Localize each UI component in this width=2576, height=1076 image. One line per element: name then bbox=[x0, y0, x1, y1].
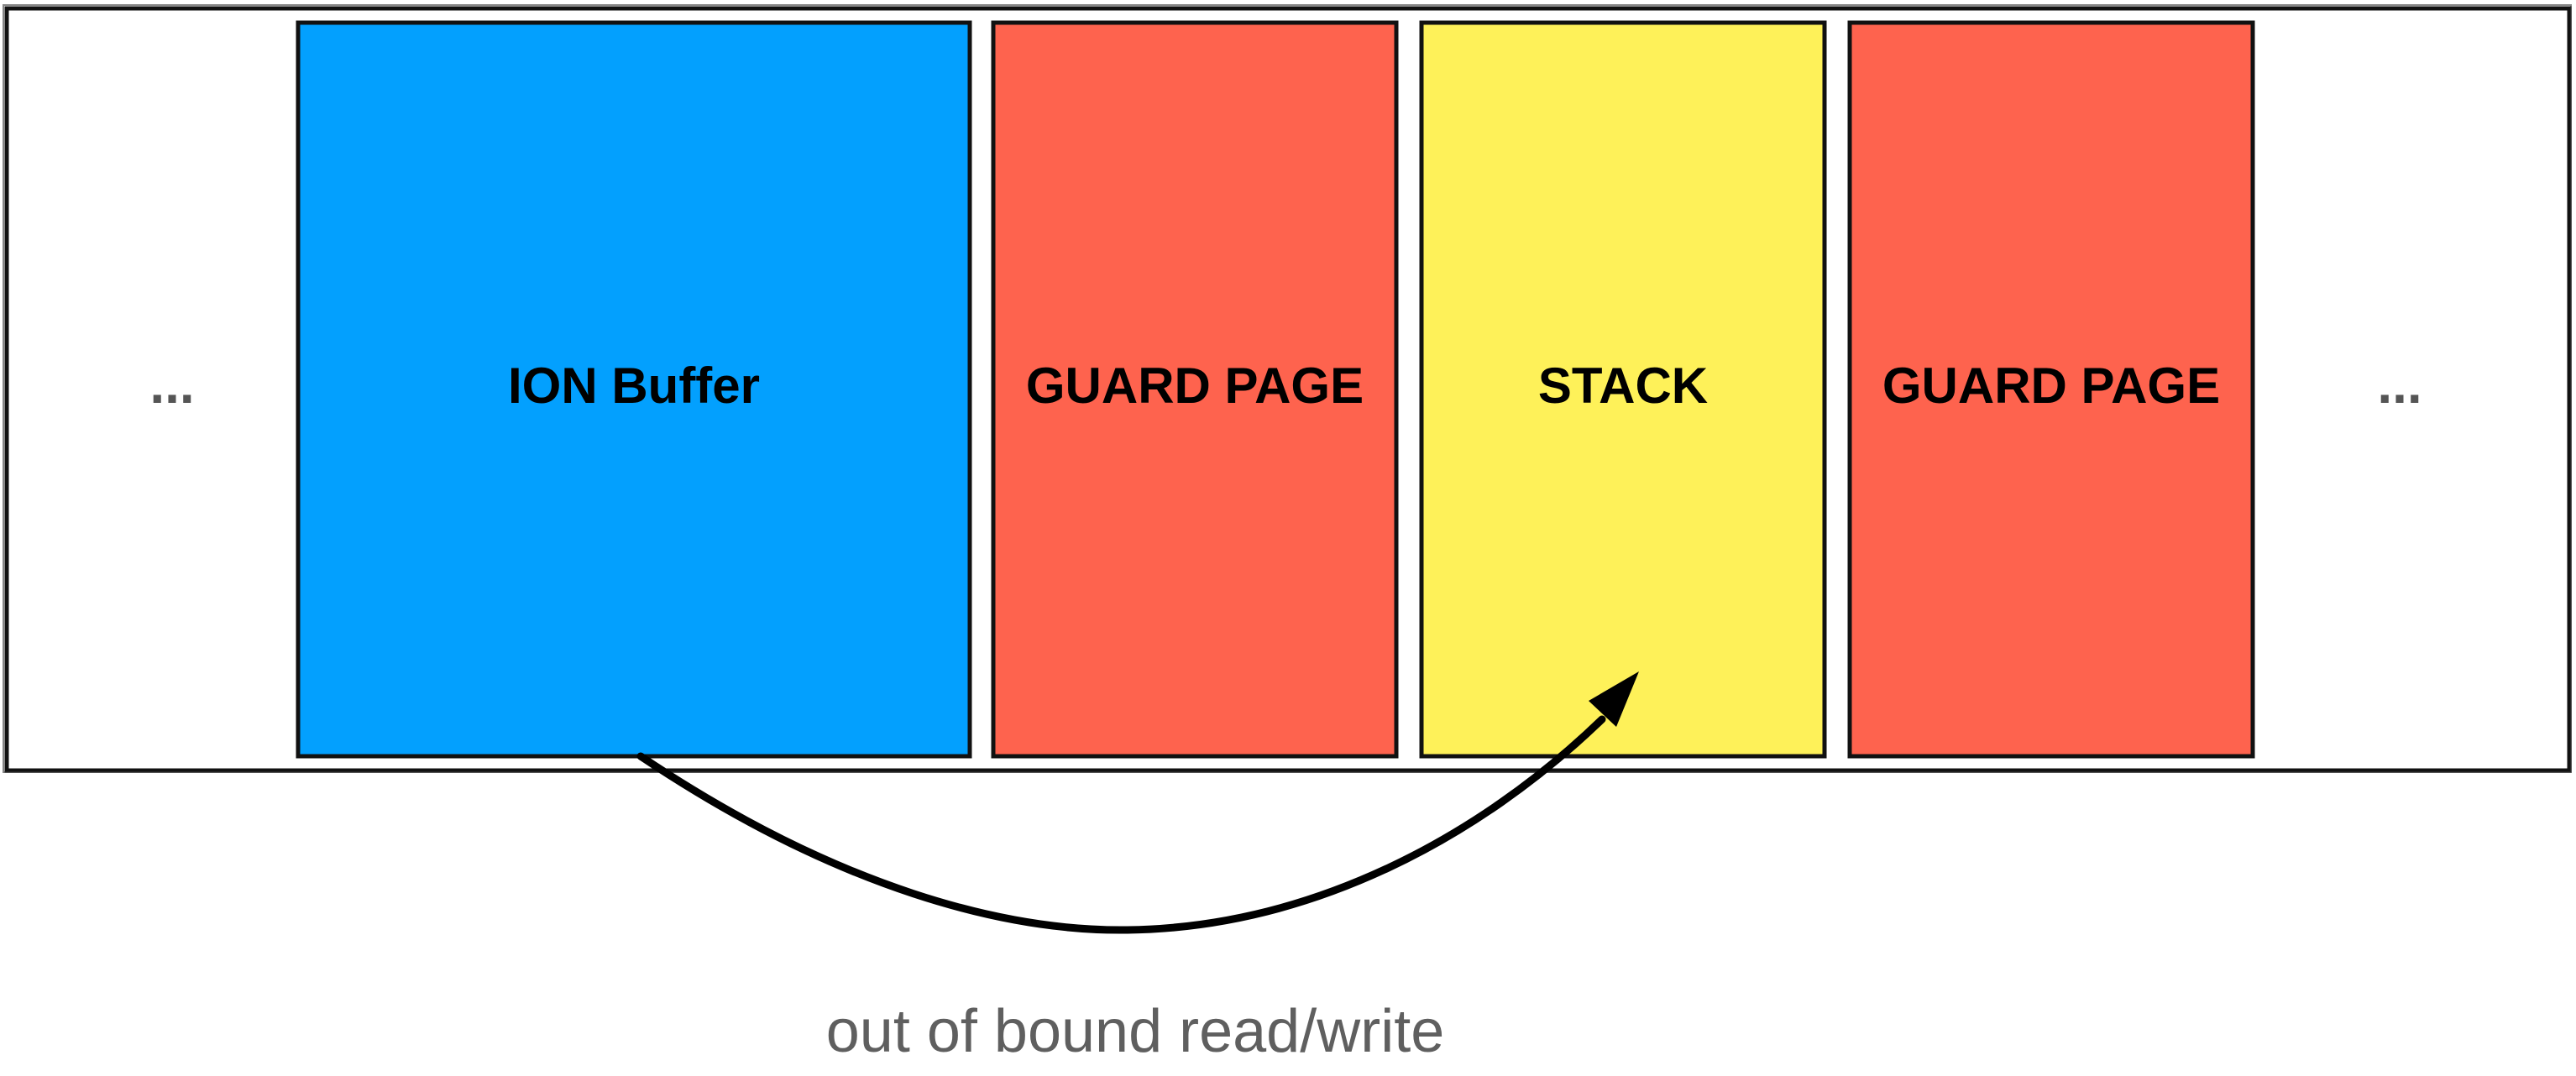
right-ellipsis: ... bbox=[2377, 354, 2422, 415]
guard-page-right-label: GUARD PAGE bbox=[1882, 358, 2220, 414]
ion-buffer-block: ION Buffer bbox=[296, 20, 972, 759]
guard-page-left-label: GUARD PAGE bbox=[1026, 358, 1364, 414]
stack-block: STACK bbox=[1419, 20, 1827, 759]
arrow-caption: out of bound read/write bbox=[826, 998, 1445, 1065]
guard-page-left-rect bbox=[991, 20, 1399, 759]
stack-label: STACK bbox=[1538, 358, 1708, 414]
guard-page-right-rect bbox=[1847, 20, 2255, 759]
guard-page-left-block: GUARD PAGE bbox=[991, 20, 1399, 759]
arrow-curve bbox=[636, 715, 1606, 934]
out-of-bound-arrow bbox=[636, 671, 1639, 934]
guard-page-right-block: GUARD PAGE bbox=[1847, 20, 2255, 759]
arrow-head-icon bbox=[1589, 671, 1639, 727]
stack-rect bbox=[1419, 20, 1827, 759]
left-ellipsis: ... bbox=[149, 354, 194, 415]
ion-buffer-rect bbox=[296, 20, 972, 759]
ion-buffer-label: ION Buffer bbox=[508, 358, 760, 414]
